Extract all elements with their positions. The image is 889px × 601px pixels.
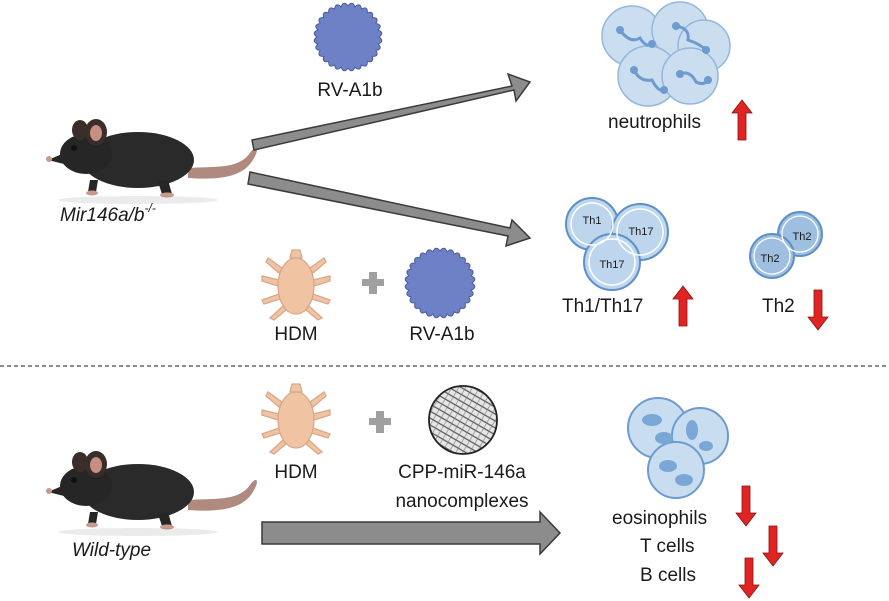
nano-label-line2: nanocomplexes [395, 491, 528, 512]
th2-label: Th2 [762, 296, 795, 317]
virus-label-top: RV-A1b [317, 80, 382, 101]
arrow-to-th-cells [247, 171, 532, 248]
t-cells-down-arrow-icon [762, 525, 784, 567]
th2-cell-label-a: Th2 [793, 231, 812, 243]
neutrophils-cluster-icon [601, 1, 731, 107]
hdm-label-top: HDM [274, 324, 317, 345]
nano-label-line1: CPP-miR-146a [398, 462, 526, 483]
eosinophils-label: eosinophils [612, 508, 707, 529]
th2-down-arrow-icon [807, 289, 829, 331]
arrow-to-eosinophils [261, 510, 562, 556]
knockout-mouse-icon [46, 119, 257, 204]
dust-mite-icon [261, 383, 331, 455]
arrow-to-neutrophils [251, 72, 532, 151]
th1-cell-label: Th1 [583, 215, 602, 227]
plus-icon [362, 272, 384, 294]
th1-th17-cells-icon: Th1 Th17 Th17 [565, 197, 669, 291]
dust-mite-icon [261, 249, 331, 321]
th17-cell-label-a: Th17 [628, 226, 653, 238]
t-cells-label: T cells [640, 536, 695, 557]
virus-icon [404, 247, 476, 319]
virus-icon [313, 2, 383, 72]
th1-th17-up-arrow-icon [672, 285, 694, 327]
nanoparticle-icon [428, 385, 498, 455]
neutrophils-label: neutrophils [608, 112, 701, 133]
eosinophils-down-arrow-icon [735, 485, 757, 527]
neutrophils-up-arrow-icon [731, 99, 753, 141]
th17-cell-label-b: Th17 [599, 259, 624, 271]
th2-cell-label-b: Th2 [761, 253, 780, 265]
th1-th17-label: Th1/Th17 [562, 296, 643, 317]
b-cells-label: B cells [640, 565, 696, 586]
hdm-label-bottom: HDM [274, 462, 317, 483]
b-cells-down-arrow-icon [738, 557, 760, 599]
knockout-mouse-label: Mir146a/b-/- [60, 201, 156, 226]
eosinophils-cluster-icon [627, 397, 729, 499]
wild-type-mouse-label: Wild-type [72, 540, 151, 561]
virus-label-bottom: RV-A1b [409, 324, 474, 345]
wild-type-mouse-icon [46, 451, 257, 536]
plus-icon [369, 411, 391, 433]
th2-cells-icon: Th2 Th2 [749, 211, 823, 279]
